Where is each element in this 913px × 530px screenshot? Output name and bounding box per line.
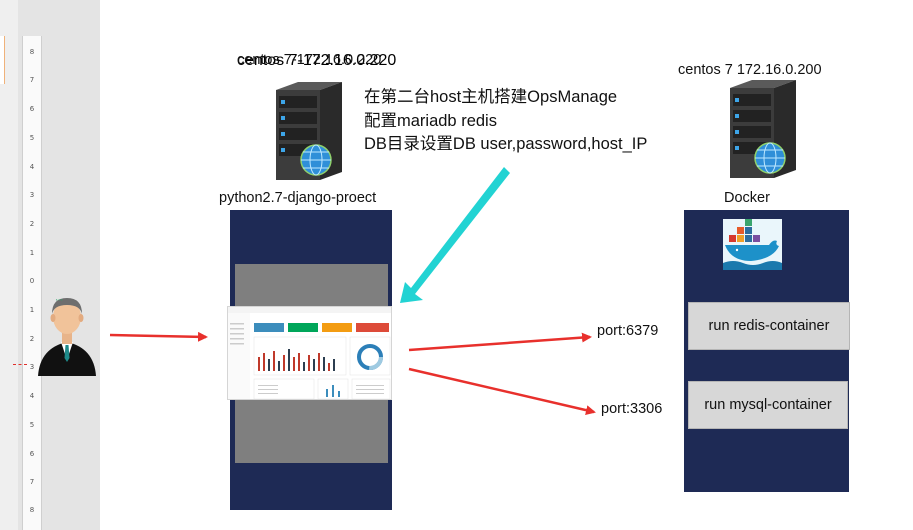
server-b [724,78,800,188]
setup-note: 在第二台host主机搭建OpsManage 配置mariadb redis DB… [364,86,647,157]
ruler-number: 1 [29,249,35,257]
ruler-number: 5 [29,421,35,429]
ruler-number: 0 [29,277,35,285]
opsmanage-dashboard-thumbnail[interactable] [227,306,392,400]
docker-whale-icon [723,219,782,270]
strip-accent [0,36,5,84]
server-a [270,80,346,190]
user-figure: ▪ ▪ ▪ [36,290,98,378]
redis-port-label: port:6379 [597,323,659,339]
note-line-3: DB目录设置DB user,password,host_IP [364,135,648,153]
gray-block-top [235,264,388,308]
vertical-ruler[interactable]: 8 7 6 5 4 3 2 1 0 1 2 3 4 5 6 7 8 [13,36,42,530]
ruler-number: 7 [29,76,35,84]
server-icon [276,82,342,180]
ruler-number: 8 [29,48,35,56]
note-line-1: 在第二台host主机搭建OpsManage [364,88,618,106]
host-label-a: centos 7-172.16.0.220 [237,52,397,69]
ruler-number: 3 [29,191,35,199]
gray-block-bottom [235,400,388,463]
host-label-b: centos 7 172.16.0.200 [678,62,822,78]
project-to-mysql-arrow [408,367,596,416]
ruler-number: 3 [29,363,35,371]
redis-container-box[interactable]: run redis-container [688,302,850,350]
user-to-project-arrow [109,331,208,342]
ruler-number: 7 [29,478,35,486]
ruler-marker [13,364,27,365]
project-label: python2.7-django-proect [219,190,377,206]
project-to-redis-arrow [408,332,592,352]
ruler-number: 6 [29,105,35,113]
user-icon [38,298,96,376]
docker-logo [723,219,782,270]
watermark-mark: ▪ ▪ ▪ [56,297,63,302]
server-icon [730,80,796,178]
redis-container-label: run redis-container [708,318,830,334]
mysql-container-box[interactable]: run mysql-container [688,381,848,429]
note-to-project-arrow [400,167,510,303]
mysql-container-label: run mysql-container [704,397,832,413]
ruler-number: 4 [29,163,35,171]
ruler-number: 1 [29,306,35,314]
note-line-2: 配置mariadb redis [364,111,497,130]
dashboard-preview [228,307,391,399]
ruler-number: 8 [29,506,35,514]
ruler-number: 6 [29,450,35,458]
ruler-number: 2 [29,335,35,343]
ruler-number: 4 [29,392,35,400]
mysql-port-label: port:3306 [601,401,663,417]
docker-label: Docker [724,190,770,206]
ruler-number: 5 [29,134,35,142]
host-label-a-text: centos 7-172.16.0.220 [237,52,382,68]
ruler-number: 2 [29,220,35,228]
